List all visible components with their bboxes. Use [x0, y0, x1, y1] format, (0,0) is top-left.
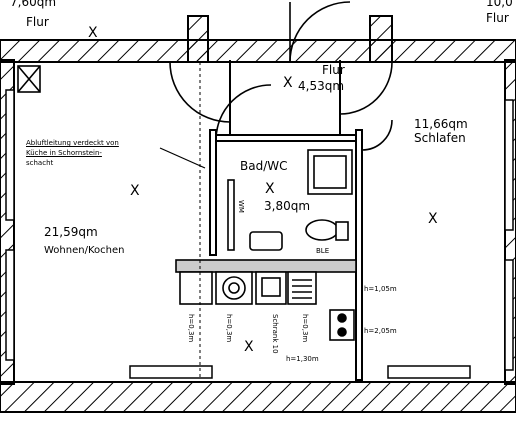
- windows: [5, 89, 514, 379]
- dim-h03c: h=0,3m: [301, 314, 309, 343]
- bad-area: 3,80qm: [264, 199, 311, 213]
- dim-h130: h=1,30m: [286, 355, 319, 363]
- dim-h105: h=1,05m: [364, 285, 397, 293]
- wm-label: WM: [237, 200, 245, 213]
- door-swings: [169, 1, 393, 151]
- dim-h205: h=2,05m: [364, 327, 397, 335]
- note-chimney-line1: Abluftleitung verdeckt von: [26, 139, 119, 147]
- wohnen-name: Wohnen/Kochen: [44, 245, 125, 256]
- top-right-area: 10,0: [486, 0, 513, 9]
- bad-name: Bad/WC: [240, 159, 288, 173]
- inner-walls: [187, 15, 393, 381]
- top-right-name: Flur: [486, 11, 509, 25]
- flur-area: 4,53qm: [298, 79, 345, 93]
- schlafen-area: 11,66qm: [414, 117, 468, 131]
- schlafen-name: Schlafen: [414, 131, 466, 145]
- note-chimney-line3: schacht: [26, 159, 54, 167]
- ble-label: BLE: [316, 247, 330, 255]
- dim-schrank: Schrank 10: [271, 314, 279, 354]
- mark-x-kitchen: X: [244, 339, 254, 355]
- mark-x-flur: X: [283, 75, 293, 91]
- dim-h03b: h=0,3m: [225, 314, 233, 343]
- mark-x-bad: X: [265, 181, 275, 197]
- note-chimney-line2: Küche in Schornstein-: [26, 149, 102, 157]
- kitchen-counter: [175, 259, 357, 341]
- top-left-area: 7,60qm: [10, 0, 57, 9]
- mark-x-schlafen: X: [428, 211, 438, 227]
- mark-x-wohnen: X: [130, 183, 140, 199]
- flur-name: Flur: [322, 63, 345, 77]
- chimney: [17, 65, 41, 93]
- bath-fixtures: [227, 149, 353, 251]
- top-left-name: Flur: [26, 15, 49, 29]
- note-leader: [159, 147, 206, 169]
- wohnen-area: 21,59qm: [44, 225, 98, 239]
- mark-x-top: X: [88, 25, 98, 41]
- dim-h03a: h=0,3m: [187, 314, 195, 343]
